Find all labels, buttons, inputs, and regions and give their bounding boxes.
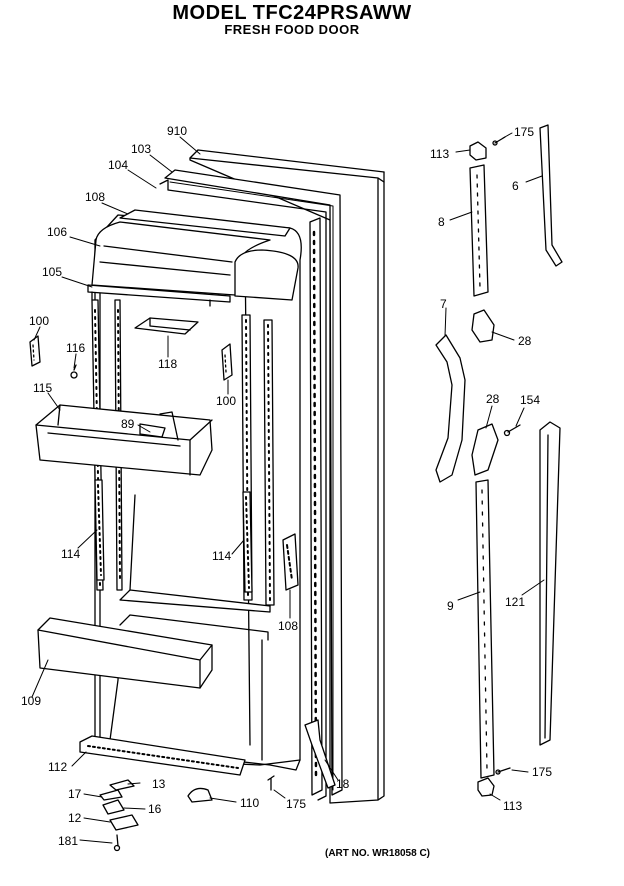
label-910: 910 — [167, 124, 187, 138]
label-28-bottom: 28 — [486, 392, 500, 406]
screw-154 — [503, 424, 521, 437]
strip-18 — [304, 719, 336, 789]
label-109: 109 — [21, 694, 41, 708]
label-114-left: 114 — [61, 547, 80, 561]
label-175-top: 175 — [514, 125, 534, 139]
label-121: 121 — [505, 595, 525, 609]
label-175-bottom: 175 — [286, 797, 306, 811]
label-110: 110 — [240, 796, 259, 810]
label-108-mid: 108 — [278, 619, 298, 633]
label-116: 116 — [66, 341, 85, 355]
model-title: MODEL TFC24PRSAWW — [172, 2, 412, 24]
diagram-subtitle: FRESH FOOD DOOR — [224, 22, 360, 37]
door-gasket-frame — [159, 169, 343, 801]
label-108-top: 108 — [85, 190, 105, 204]
label-106: 106 — [47, 225, 67, 239]
label-154: 154 — [520, 393, 540, 407]
shelf-bin-115 — [35, 404, 213, 476]
label-112: 112 — [48, 760, 67, 774]
screw-116 — [70, 364, 78, 379]
label-118: 118 — [158, 357, 177, 371]
label-9: 9 — [447, 599, 454, 613]
part-labels: 910 103 104 108 106 105 100 116 118 100 … — [21, 124, 552, 859]
trim-strip-121 — [539, 421, 561, 746]
bottom-shelf-109 — [37, 617, 213, 689]
leader-lines — [31, 132, 545, 844]
label-100-left: 100 — [29, 314, 49, 328]
label-89: 89 — [121, 417, 135, 431]
label-16: 16 — [148, 802, 162, 816]
door-handle-7 — [435, 334, 466, 483]
label-113-bottom: 113 — [503, 799, 522, 813]
label-6: 6 — [512, 179, 519, 193]
rail-8 — [469, 164, 489, 297]
label-113-top: 113 — [430, 147, 449, 161]
label-7: 7 — [440, 297, 447, 311]
bracket-28 — [471, 309, 499, 476]
label-175-right: 175 — [532, 765, 552, 779]
shelf-rail-114 — [94, 479, 253, 593]
label-181: 181 — [58, 834, 78, 848]
label-8: 8 — [438, 215, 445, 229]
label-103: 103 — [131, 142, 151, 156]
handle-strip-6 — [539, 124, 563, 267]
label-100-right: 100 — [216, 394, 236, 408]
label-115: 115 — [33, 381, 52, 395]
small-shelf-118 — [134, 317, 199, 335]
label-18: 18 — [336, 777, 350, 791]
bottom-trim-112 — [79, 735, 246, 776]
dairy-compartment — [87, 209, 299, 307]
label-13: 13 — [152, 777, 166, 791]
label-12: 12 — [68, 811, 82, 825]
label-114-right: 114 — [212, 549, 231, 563]
label-105: 105 — [42, 265, 62, 279]
bracket-108 — [282, 533, 299, 591]
hinge-parts — [99, 779, 213, 852]
label-17: 17 — [68, 787, 82, 801]
rail-9 — [475, 479, 495, 779]
art-number: (ART NO. WR18058 C) — [325, 848, 430, 859]
label-28-top: 28 — [518, 334, 532, 348]
label-104: 104 — [108, 158, 128, 172]
